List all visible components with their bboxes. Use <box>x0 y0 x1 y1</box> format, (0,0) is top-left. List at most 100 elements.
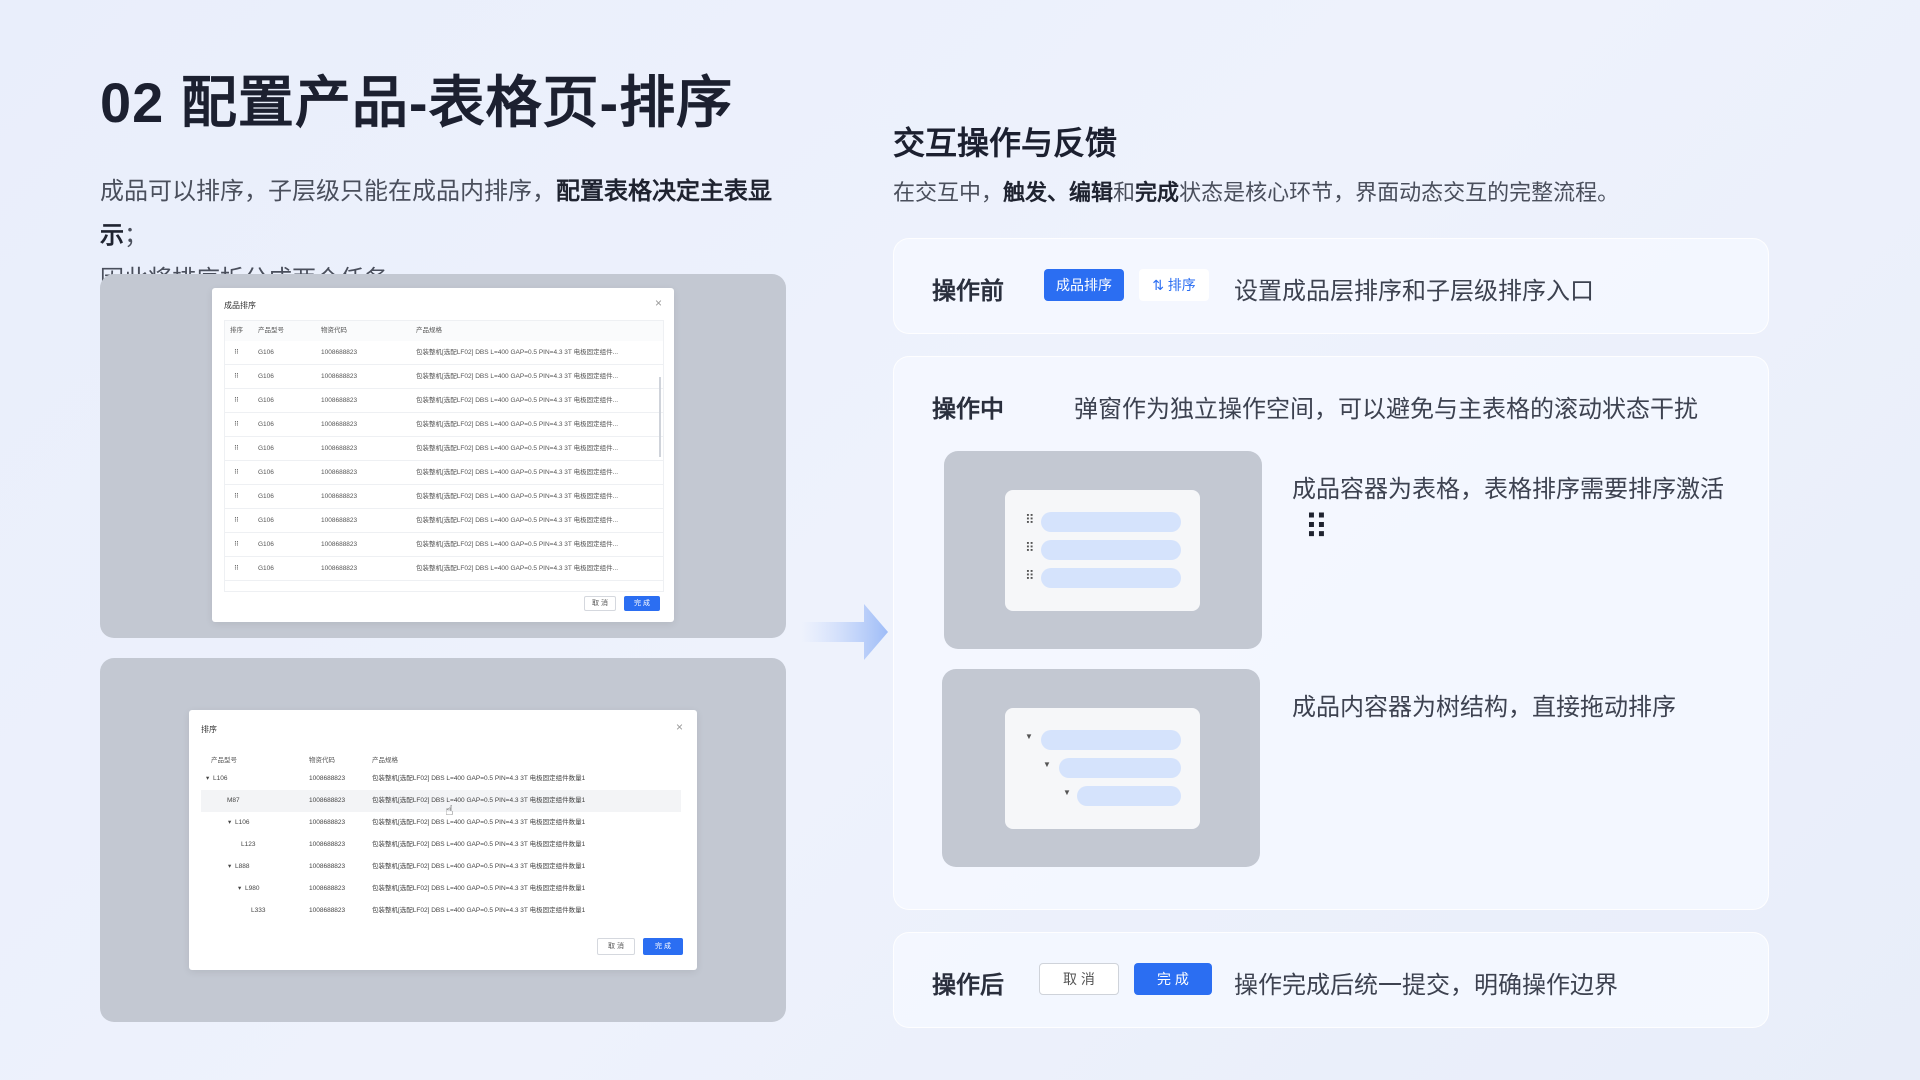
cell-model: G106 <box>258 421 274 428</box>
col-code: 物资代码 <box>309 757 335 764</box>
caret-down-icon[interactable]: ▼ <box>1043 760 1051 769</box>
desc-bold: 配置表格决定主表显示 <box>100 178 772 249</box>
during-note: 弹窗作为独立操作空间，可以避免与主表格的滚动状态干扰 <box>1074 396 1698 423</box>
cell-code: 1008688823 <box>309 907 346 914</box>
drag-handle-icon[interactable]: ⠿ <box>234 517 239 524</box>
done-button[interactable]: 完 成 <box>643 938 683 955</box>
cell-code: 1008688823 <box>321 445 358 452</box>
drag-handle-icon[interactable]: ⠿ <box>1025 568 1035 583</box>
cell-code: 1008688823 <box>309 775 346 782</box>
scrollbar[interactable] <box>659 377 661 457</box>
tree-pill <box>1059 758 1181 778</box>
section-title: 交互操作与反馈 <box>893 125 1118 161</box>
cell-spec: 包装整机[选配LF02] DBS L=400 GAP=0.5 PIN=4.3 3… <box>372 819 586 826</box>
subtitle-text: 和 <box>1113 180 1136 205</box>
col-spec: 产品规格 <box>372 757 398 764</box>
cell-code: 1008688823 <box>321 373 358 380</box>
table-row[interactable]: ⠿ G106 1008688823 包装整机[选配LF02] DBS L=400 GA… <box>225 437 663 461</box>
cell-spec: 包装整机[选配LF02] DBS L=400 GAP=0.5 PIN=4.3 3… <box>372 907 586 914</box>
table-row[interactable]: ⠿ G106 1008688823 包装整机[选配LF02] DBS L=400 GA… <box>225 461 663 485</box>
cell-model: G106 <box>258 541 274 548</box>
cell-code: 1008688823 <box>309 819 346 826</box>
cell-code: 1008688823 <box>321 541 358 548</box>
drag-handle-icon: ⠿ <box>1304 509 1329 547</box>
table-note: 成品容器为表格，表格排序需要排序激活 <box>1292 476 1724 503</box>
drag-handle-icon[interactable]: ⠿ <box>234 469 239 476</box>
expand-caret-icon[interactable]: ▾ <box>206 775 210 782</box>
drag-handle-icon[interactable]: ⠿ <box>234 349 239 356</box>
cancel-button[interactable]: 取 消 <box>597 938 635 955</box>
expand-caret-icon[interactable]: ▾ <box>228 863 232 870</box>
cell-model: G106 <box>258 517 274 524</box>
col-model: 产品型号 <box>211 757 237 764</box>
drag-handle-icon[interactable]: ⠿ <box>234 373 239 380</box>
cancel-button[interactable]: 取 消 <box>584 596 616 611</box>
dialog-title: 成品排序 <box>224 301 256 310</box>
cell-spec: 包装整机[选配LF02] DBS L=400 GAP=0.5 PIN=4.3 3… <box>416 349 618 356</box>
drag-handle-icon[interactable]: ⠿ <box>234 421 239 428</box>
subtitle-text: 在交互中， <box>893 180 1004 205</box>
cancel-button[interactable]: 取 消 <box>1039 963 1119 995</box>
row-pill <box>1041 512 1181 532</box>
cell-code: 1008688823 <box>309 863 346 870</box>
done-button[interactable]: 完 成 <box>624 596 660 611</box>
drag-cursor-icon: ☝ <box>445 802 454 818</box>
cell-spec: 包装整机[选配LF02] DBS L=400 GAP=0.5 PIN=4.3 3… <box>416 373 618 380</box>
tree-container-illustration: ▼ ▼ ▼ <box>942 669 1260 867</box>
cell-model: L106 <box>213 775 228 782</box>
expand-caret-icon[interactable]: ▾ <box>228 819 232 826</box>
cell-model: L123 <box>241 841 256 848</box>
caret-down-icon[interactable]: ▼ <box>1025 732 1033 741</box>
cell-code: 1008688823 <box>321 493 358 500</box>
drag-handle-icon[interactable]: ⠿ <box>1025 540 1035 555</box>
cell-spec: 包装整机[选配LF02] DBS L=400 GAP=0.5 PIN=4.3 3… <box>416 565 618 572</box>
close-icon[interactable]: × <box>675 720 683 734</box>
caret-down-icon[interactable]: ▼ <box>1063 788 1071 797</box>
sort-entry-button[interactable]: ⇅ 排序 <box>1139 269 1209 301</box>
col-model: 产品型号 <box>258 327 284 334</box>
mini-dialog: ⠿ ⠿ ⠿ <box>1005 490 1200 611</box>
drag-handle-icon[interactable]: ⠿ <box>234 541 239 548</box>
col-spec: 产品规格 <box>416 327 442 334</box>
drag-handle-icon[interactable]: ⠿ <box>234 565 239 572</box>
cell-model: G106 <box>258 469 274 476</box>
cell-spec: 包装整机[选配LF02] DBS L=400 GAP=0.5 PIN=4.3 3… <box>416 421 618 428</box>
table-container-illustration: ⠿ ⠿ ⠿ <box>944 451 1262 649</box>
done-button[interactable]: 完 成 <box>1134 963 1212 995</box>
drag-handle-icon[interactable]: ⠿ <box>234 397 239 404</box>
cell-spec: 包装整机[选配LF02] DBS L=400 GAP=0.5 PIN=4.3 3… <box>416 445 618 452</box>
phase-label: 操作前 <box>932 278 1004 305</box>
cell-spec: 包装整机[选配LF02] DBS L=400 GAP=0.5 PIN=4.3 3… <box>416 469 618 476</box>
expand-caret-icon[interactable]: ▾ <box>238 885 242 892</box>
cell-model: G106 <box>258 397 274 404</box>
cell-spec: 包装整机[选配LF02] DBS L=400 GAP=0.5 PIN=4.3 3… <box>416 397 618 404</box>
dialog-title: 排序 <box>201 725 217 734</box>
after-note: 操作完成后统一提交，明确操作边界 <box>1234 972 1618 999</box>
close-icon[interactable]: × <box>654 296 662 310</box>
drag-handle-icon[interactable]: ⠿ <box>1025 512 1035 527</box>
cell-model: G106 <box>258 445 274 452</box>
page-title: 02 配置产品-表格页-排序 <box>100 71 734 134</box>
col-code: 物资代码 <box>321 327 347 334</box>
drag-handle-icon[interactable]: ⠿ <box>234 445 239 452</box>
drag-handle-icon[interactable]: ⠿ <box>234 493 239 500</box>
cell-code: 1008688823 <box>309 885 346 892</box>
cell-code: 1008688823 <box>321 469 358 476</box>
finished-sort-tag[interactable]: 成品排序 <box>1044 269 1124 301</box>
